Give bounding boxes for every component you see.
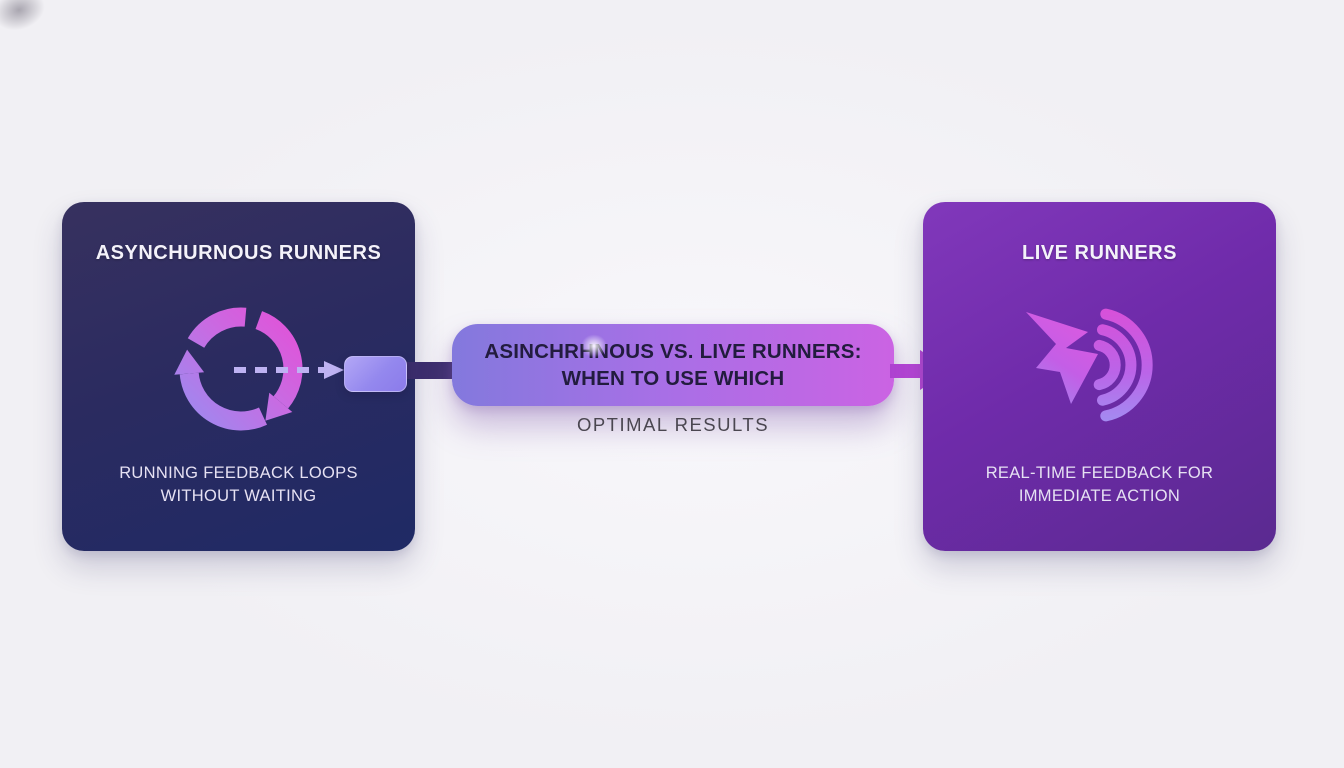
banner-title-line2: WHEN TO USE WHICH xyxy=(561,367,785,390)
banner-title-line1: ASINCHRHNOUS VS. LIVE RUNNERS: xyxy=(484,340,862,363)
live-description-line1: REAL-TIME FEEDBACK FOR xyxy=(985,464,1214,482)
optimal-results-caption: OPTIMAL RESULTS xyxy=(576,414,770,435)
corner-smudge-artifact xyxy=(0,0,61,46)
center-title-banner: ASINCHRHNOUS VS. LIVE RUNNERS: WHEN TO U… xyxy=(452,324,894,406)
live-card-description: REAL-TIME FEEDBACK FOR IMMEDIATE ACTION xyxy=(923,462,1276,507)
async-card-description: RUNNING FEEDBACK LOOPS WITHOUT WAITING xyxy=(62,462,415,507)
left-connector-bar xyxy=(402,362,456,379)
live-card-title: LIVE RUNNERS xyxy=(1022,242,1177,264)
async-description-line2: WITHOUT WAITING xyxy=(160,486,317,505)
async-description-line1: RUNNING FEEDBACK LOOPS xyxy=(119,464,358,482)
loop-refresh-arrows-icon xyxy=(174,307,303,431)
flow-node-rectangle xyxy=(344,356,407,392)
async-card-title: ASYNCHURNOUS RUNNERS xyxy=(95,242,382,264)
lightning-signal-icon xyxy=(1026,308,1153,422)
dashed-flow-arrow-icon xyxy=(234,361,344,379)
live-runners-card: LIVE RUNNERS REAL-TIME FEEDBACK FOR IMME… xyxy=(923,202,1276,551)
live-description-line2: IMMEDIATE ACTION xyxy=(1018,486,1181,505)
